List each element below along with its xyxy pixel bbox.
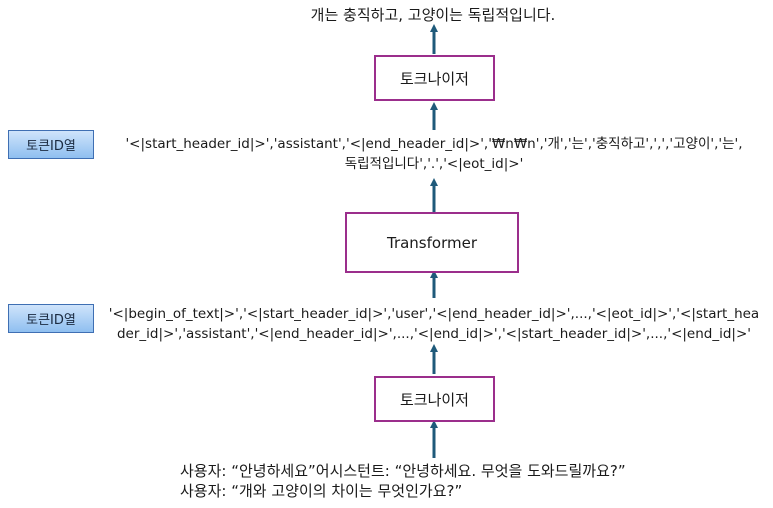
tokenizer-box-bottom: 토크나이저 [374,376,495,422]
token-id-label-text: 토큰ID열 [26,139,76,154]
token-id-sequence-bottom-line2: der_id|>','assistant','<|end_header_id|>… [116,326,752,342]
output-text: 개는 충직하고, 고양이는 독립적입니다. [310,6,556,24]
token-id-label-bottom: 토큰ID열 [8,304,94,333]
token-id-sequence-top-line1: '<|start_header_id|>','assistant','<|end… [125,136,743,152]
tokenizer-label: 토크나이저 [399,390,469,409]
input-text-line1: 사용자: “안녕하세요”어시스턴트: “안녕하세요. 무엇을 도와드릴까요?” [180,462,626,480]
tokenizer-label: 토크나이저 [399,69,469,88]
transformer-box: Transformer [345,212,519,273]
transformer-label: Transformer [386,233,477,252]
token-id-label-text: 토큰ID열 [26,313,76,328]
tokenizer-box-top: 토크나이저 [374,55,495,101]
token-id-sequence-bottom-line1: '<|begin_of_text|>','<|start_header_id|>… [108,306,760,322]
token-id-sequence-top-line2: 독립적입니다','.','<|eot_id|>' [344,156,524,172]
token-id-label-top: 토큰ID열 [8,130,94,159]
input-text-line2: 사용자: “개와 고양이의 차이는 무엇인가요?” [180,482,463,500]
